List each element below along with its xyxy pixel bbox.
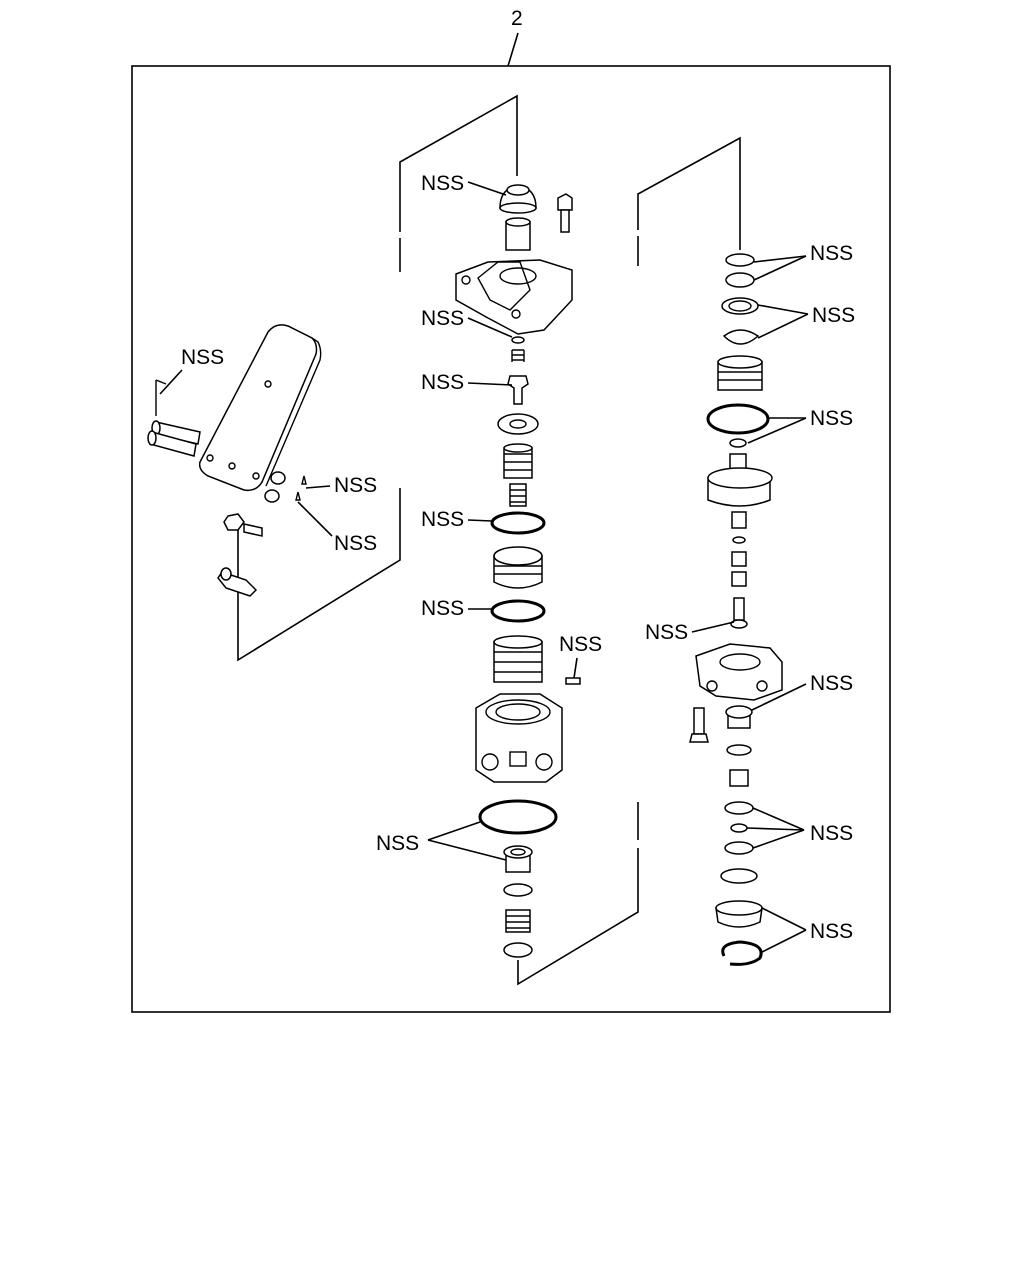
assembly-bracket-lines <box>237 94 741 986</box>
diagram-frame <box>131 65 891 1013</box>
nss-label: NSS <box>810 672 853 695</box>
nss-label: NSS <box>810 407 853 430</box>
nss-label: NSS <box>421 172 464 195</box>
nss-label: NSS <box>334 532 377 555</box>
nss-callout-7: NSS <box>376 821 507 861</box>
nss-callout-13: NSS <box>747 407 853 444</box>
nss-callout-6: NSS <box>559 633 602 679</box>
nss-label: NSS <box>376 832 419 855</box>
nss-callout-4: NSS <box>421 508 493 531</box>
nss-label: NSS <box>812 304 855 327</box>
nss-label: NSS <box>421 597 464 620</box>
nss-label: NSS <box>810 920 853 943</box>
nss-callout-15: NSS <box>751 672 853 711</box>
nss-label: NSS <box>810 822 853 845</box>
nss-callout-12: NSS <box>757 304 855 339</box>
callout-leader-line <box>507 32 519 67</box>
nss-label: NSS <box>181 346 224 369</box>
callout-number: 2 <box>511 7 523 30</box>
center-valve-stack <box>455 184 581 958</box>
right-valve-stack <box>689 253 783 966</box>
nss-callout-11: NSS <box>753 242 853 281</box>
nss-callout-9: NSS <box>305 474 377 497</box>
nss-label: NSS <box>645 621 688 644</box>
nss-callout-2: NSS <box>421 307 513 338</box>
nss-label: NSS <box>559 633 602 656</box>
nss-callout-14: NSS <box>645 621 735 644</box>
nss-label: NSS <box>421 371 464 394</box>
nss-label: NSS <box>421 508 464 531</box>
nss-label: NSS <box>421 307 464 330</box>
nss-label: NSS <box>334 474 377 497</box>
nss-callout-3: NSS <box>421 371 513 394</box>
nss-callout-8: NSS <box>159 346 224 395</box>
nss-callout-5: NSS <box>421 597 492 620</box>
pedal-assembly <box>147 324 322 597</box>
nss-callout-1: NSS <box>421 172 507 196</box>
nss-callout-16: NSS <box>746 807 853 849</box>
nss-callout-17: NSS <box>761 907 853 953</box>
nss-label: NSS <box>810 242 853 265</box>
nss-callout-10: NSS <box>297 501 377 555</box>
